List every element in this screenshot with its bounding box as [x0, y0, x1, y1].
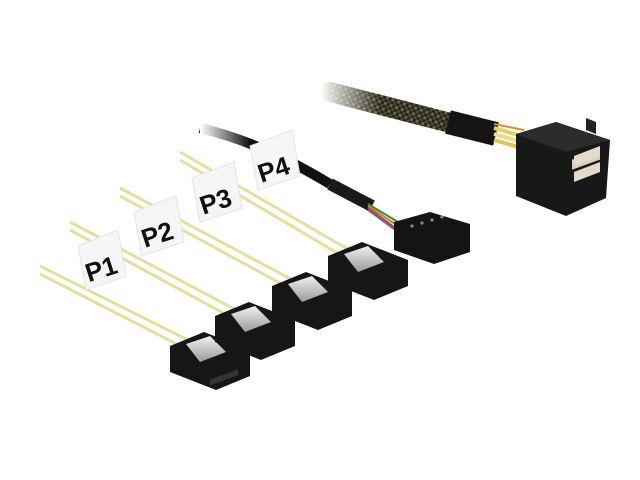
label-flag-p4: P4 [249, 129, 301, 191]
sata-connector-p4-icon [328, 242, 408, 300]
braided-main-cable [320, 70, 499, 146]
sideband-header-icon [394, 212, 470, 264]
sata-connector-p2-icon [215, 302, 295, 360]
mini-sas-hd-connector-icon [516, 118, 610, 216]
label-flag-p1: P1 [77, 229, 127, 291]
sata-connector-p3-icon [272, 272, 352, 330]
label-flag-p2: P2 [133, 195, 185, 257]
